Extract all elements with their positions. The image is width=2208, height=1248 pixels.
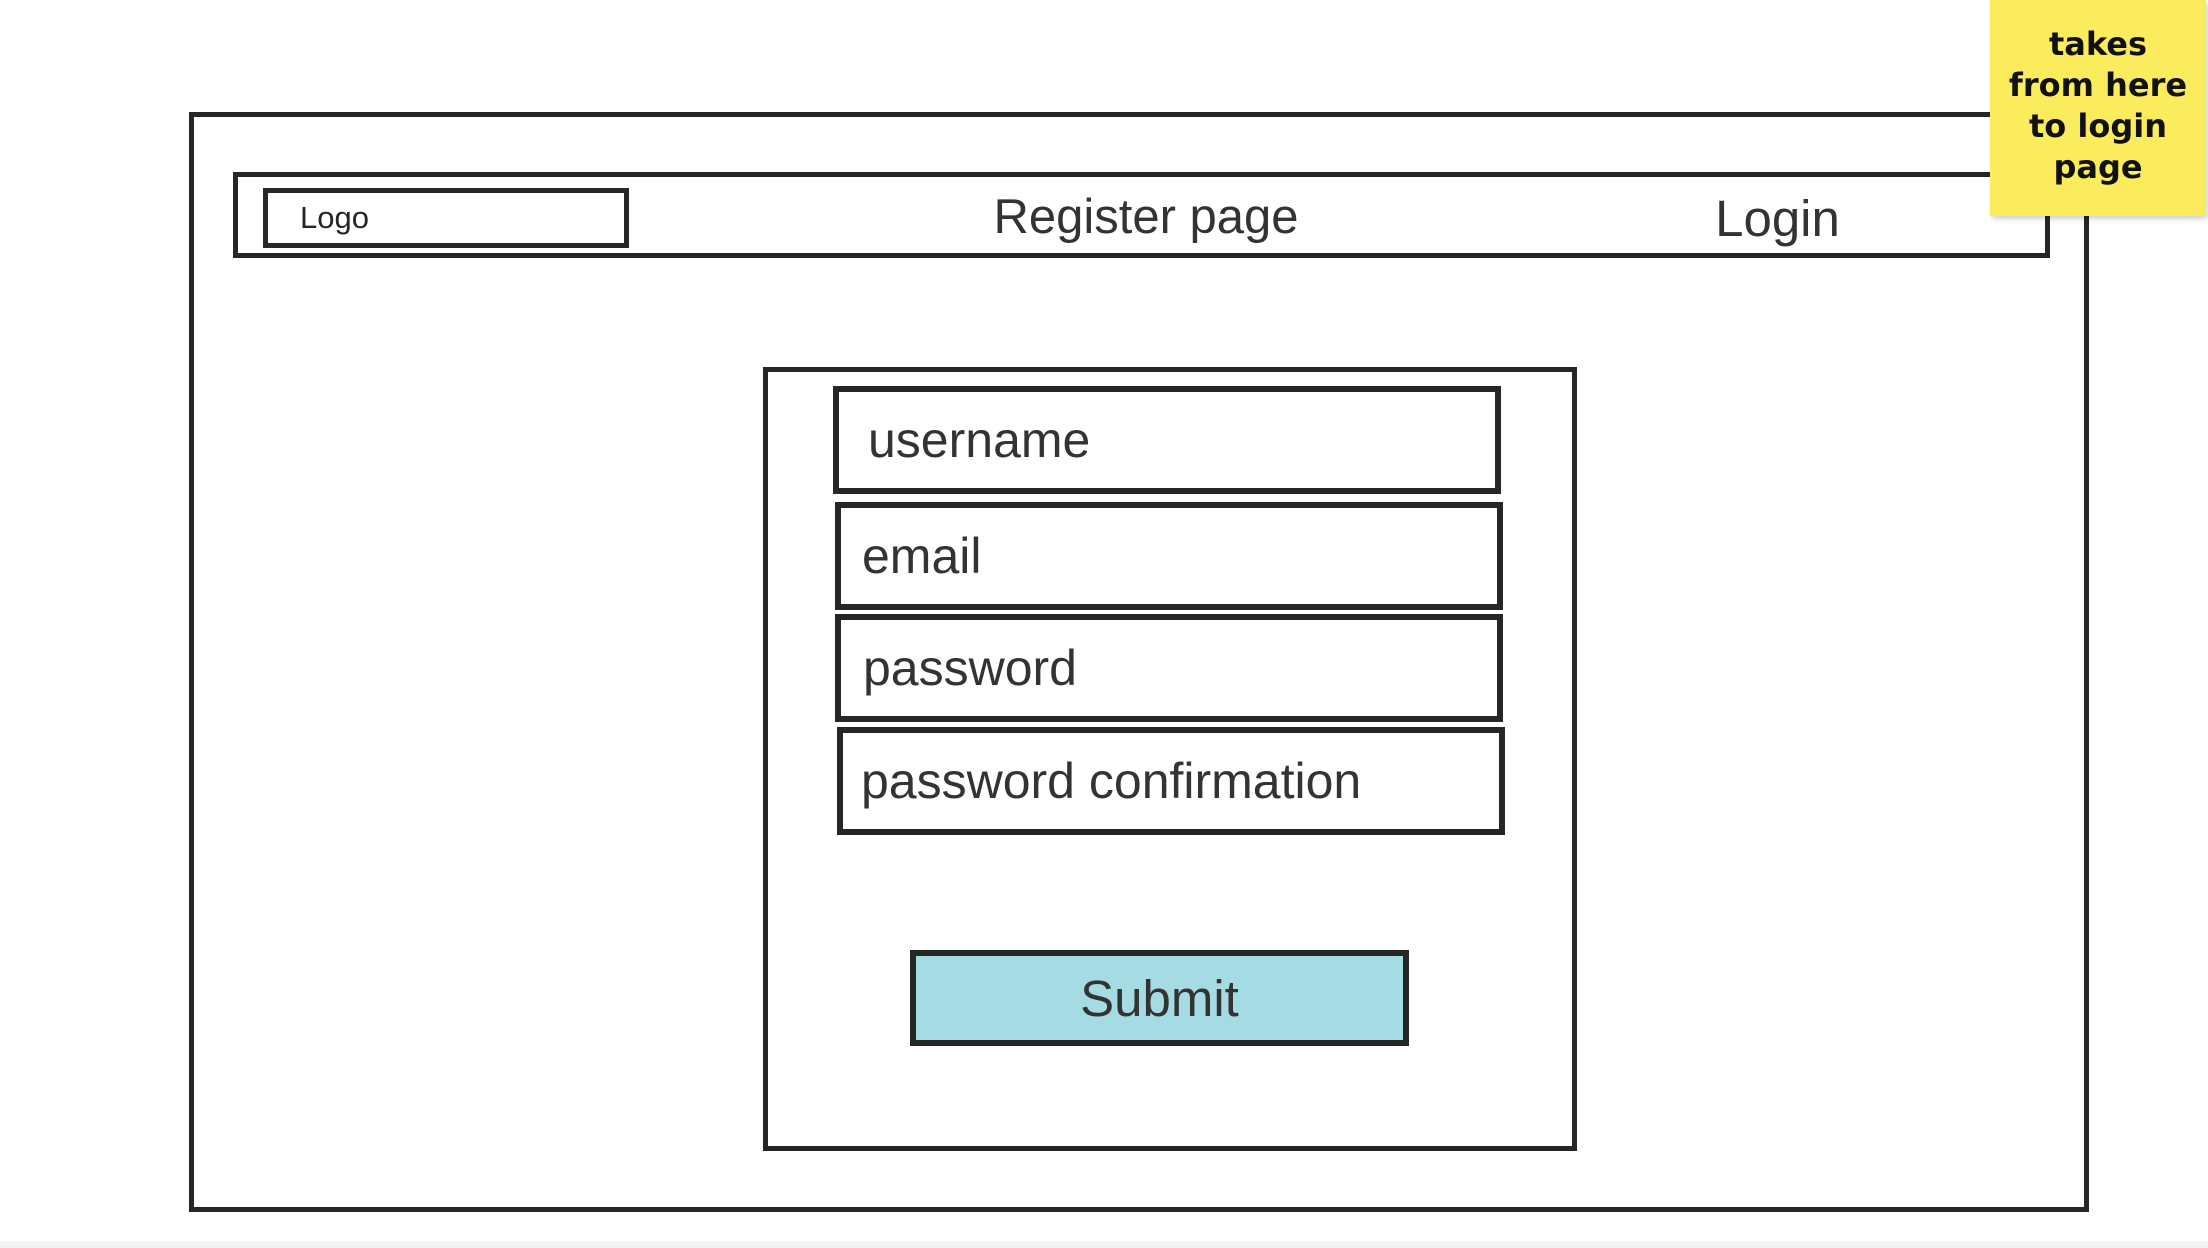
annotation-line: to login [2028,107,2168,145]
annotation-sticky-note: takes from here to login page [1990,0,2206,216]
annotation-line: from here [2008,66,2188,104]
email-placeholder: email [862,528,982,584]
password-confirmation-placeholder: password confirmation [861,753,1362,809]
submit-label: Submit [1080,969,1239,1027]
logo-label: Logo [300,200,369,235]
logo[interactable]: Logo [263,188,629,248]
annotation-line: page [2053,148,2143,186]
submit-button[interactable]: Submit [910,950,1409,1046]
login-link[interactable]: Login [1715,190,1840,247]
password-placeholder: password [863,640,1077,696]
password-field[interactable]: password [835,614,1503,722]
bottom-edge [0,1241,2208,1248]
register-form [763,367,1577,1151]
annotation-line: takes [2048,25,2148,63]
username-placeholder: username [868,412,1091,468]
username-field[interactable]: username [833,386,1501,494]
email-field[interactable]: email [835,502,1503,610]
browser-frame [189,112,2089,1212]
page-title: Register page [993,190,1299,244]
password-confirmation-field[interactable]: password confirmation [837,727,1505,835]
